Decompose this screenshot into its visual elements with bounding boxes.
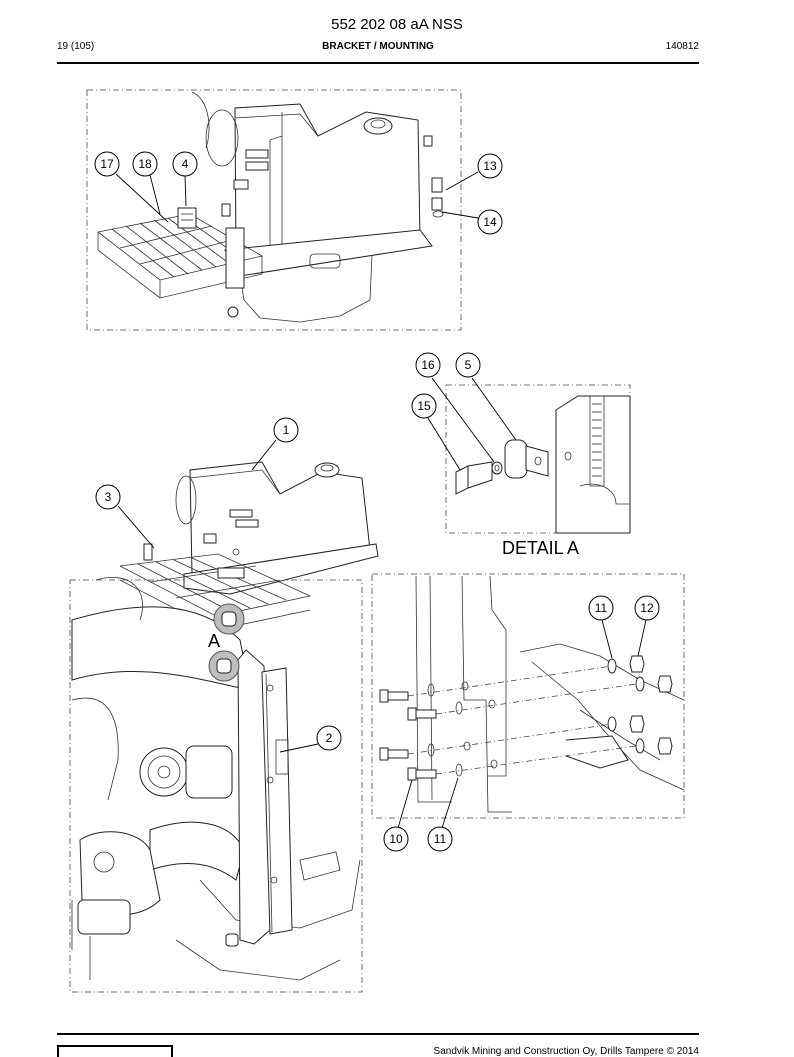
footer-rule xyxy=(57,1033,699,1035)
callout-13: 13 xyxy=(477,153,503,179)
document-number: 552 202 08 aA NSS xyxy=(331,16,463,33)
callout-1: 1 xyxy=(273,417,299,443)
bolt-detail-view xyxy=(371,573,685,829)
svg-text:5: 5 xyxy=(465,358,472,372)
brand-logo xyxy=(57,1045,173,1057)
header-rule xyxy=(57,62,699,64)
top-view xyxy=(86,89,479,331)
detail-a-title: DETAIL A xyxy=(502,538,579,558)
callout-15: 15 xyxy=(411,393,437,419)
svg-text:11: 11 xyxy=(434,832,447,846)
svg-text:10: 10 xyxy=(389,832,403,846)
callout-16: 16 xyxy=(415,352,441,378)
page-number: 19 (105) xyxy=(57,41,95,52)
svg-text:15: 15 xyxy=(417,399,431,413)
svg-text:17: 17 xyxy=(100,157,114,171)
callout-11-top: 11 xyxy=(588,595,614,621)
svg-text:18: 18 xyxy=(138,157,152,171)
callout-5: 5 xyxy=(455,352,481,378)
callout-18: 18 xyxy=(132,151,158,177)
svg-text:12: 12 xyxy=(640,601,654,615)
callout-17: 17 xyxy=(94,151,120,177)
callout-4: 4 xyxy=(172,151,198,177)
callout-2: 2 xyxy=(316,725,342,751)
svg-text:3: 3 xyxy=(105,490,112,504)
svg-text:4: 4 xyxy=(182,157,189,171)
svg-text:1: 1 xyxy=(283,423,290,437)
detail-a-view xyxy=(427,377,631,534)
callout-12: 12 xyxy=(634,595,660,621)
footer-copyright: Sandvik Mining and Construction Oy, Dril… xyxy=(433,1046,699,1057)
callout-10: 10 xyxy=(383,826,409,852)
svg-text:16: 16 xyxy=(421,358,435,372)
svg-text:11: 11 xyxy=(595,601,608,615)
svg-text:2: 2 xyxy=(326,731,333,745)
svg-text:14: 14 xyxy=(483,215,497,229)
callout-11-bottom: 11 xyxy=(427,826,453,852)
main-assembly-view xyxy=(69,439,379,993)
document-date: 140812 xyxy=(665,41,699,52)
callout-14: 14 xyxy=(477,209,503,235)
section-title: BRACKET / MOUNTING xyxy=(322,41,434,52)
callout-3: 3 xyxy=(95,484,121,510)
svg-text:13: 13 xyxy=(483,159,497,173)
detail-marker-a: A xyxy=(208,631,220,651)
